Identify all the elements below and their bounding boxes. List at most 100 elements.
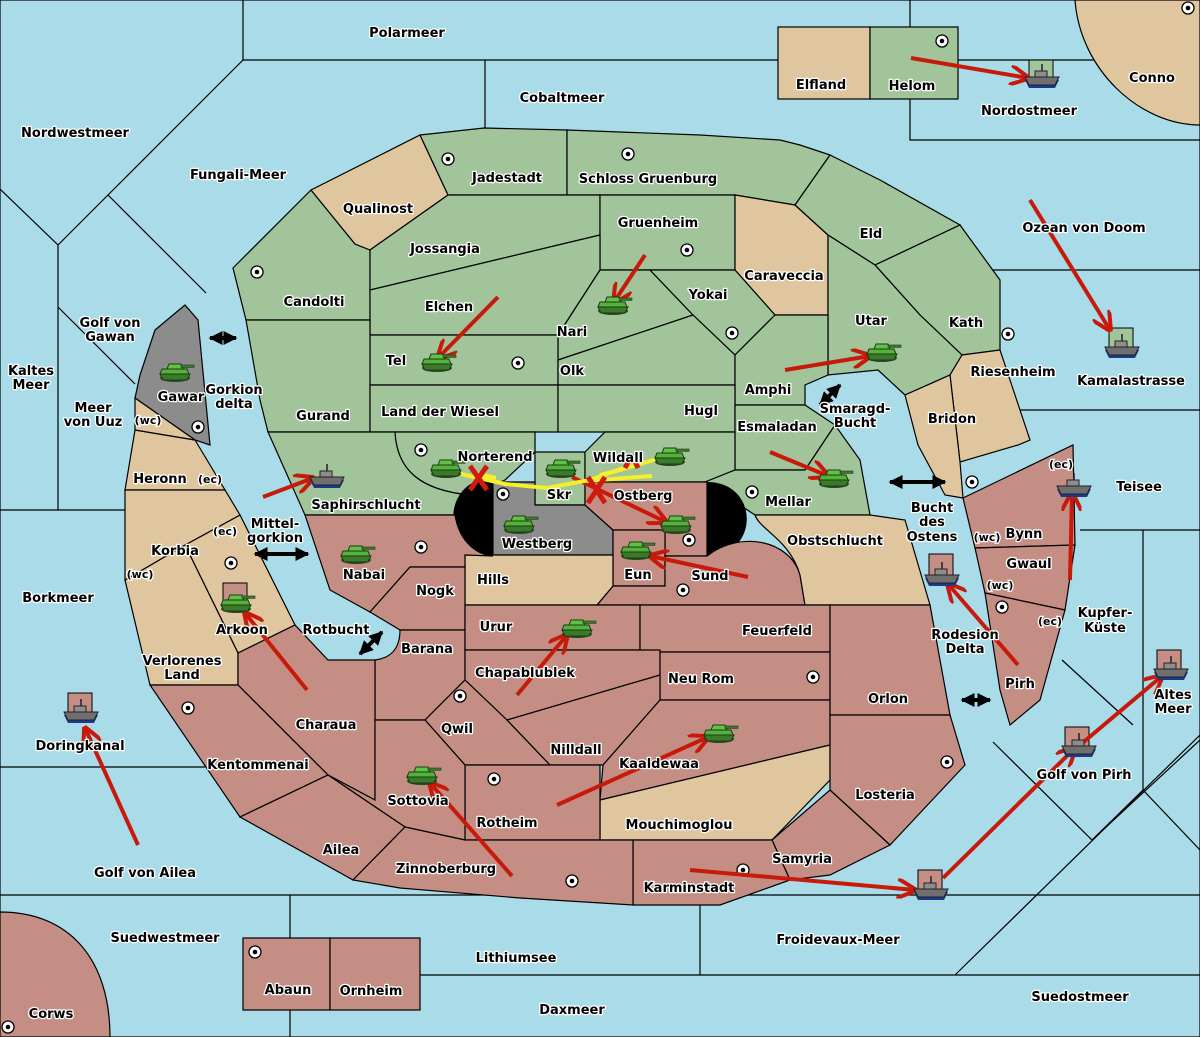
sea-label: Kupfer-Küste [1078,606,1133,636]
territory-conno[interactable] [1074,0,1200,126]
territory-label: Skr [547,488,572,503]
supply-center-icon [224,556,238,570]
territory-label: Yokai [687,288,727,303]
sea-label: Fungali-Meer [190,168,287,183]
supply-center-icon [940,755,954,769]
coast-labels: (wc) (ec) (ec) (wc) (ec) (wc) (wc) (ec) [125,413,1074,630]
territory-label: Urur [480,620,513,635]
territory-label: Caraveccia [744,269,823,284]
red-x-icon [467,464,490,492]
territory-label: Riesenheim [970,365,1055,380]
territory-label: Hugl [684,404,718,419]
territory-label: Nabai [343,568,385,583]
supply-center-icon [511,356,525,370]
coast-label-wc: (wc) [127,568,154,581]
territory-zinnoberburg[interactable] [351,826,634,906]
sea-label: Golf von Ailea [94,866,196,881]
supply-center-icon [453,689,467,703]
red-arrow-icon [556,737,708,807]
sea-labels: Polarmeer Cobaltmeer Nordwestmeer Fungal… [7,25,1194,1020]
failed-orders [467,453,641,505]
territory-label: Sottovia [387,794,448,809]
territory-korbia[interactable] [124,489,241,582]
sea-label: Mittel-gorkion [247,517,303,546]
territory-label: Bynn [1006,527,1043,542]
supply-center-icon [676,583,690,597]
territory-abaun[interactable] [242,937,331,1011]
sea-label: Suedwestmeer [110,931,220,946]
sea-label: Suedostmeer [1031,990,1129,1005]
territory-label: Ailea [323,843,360,858]
territory-label: Schloss Gruenburg [579,172,717,187]
sea-label: Froidevaux-Meer [776,933,900,948]
territory-label: Corws [29,1007,74,1022]
territory-label: Jadestadt [471,171,542,186]
sea-label: Daxmeer [539,1003,605,1018]
supply-center-icon [248,945,262,959]
supply-center-icon [680,243,694,257]
territory-label: Pirh [1005,677,1035,692]
territory-label: Nilldall [550,743,601,758]
territory-label: Neu Rom [668,672,734,687]
canal-arrows [208,331,992,707]
red-arrow-icon [1070,493,1072,581]
territory-obstschlucht[interactable] [754,514,931,606]
red-x-icon [585,475,608,505]
territory-label: Gawar [158,390,205,405]
supply-center-icon [487,772,501,786]
territory-label: Rotheim [476,816,537,831]
territory-gruenheim[interactable] [599,194,736,271]
supply-center-icon [191,420,205,434]
supply-center-icon [496,487,510,501]
territory-label: Kentommenai [207,758,308,773]
territory-ornheim[interactable] [329,937,421,1011]
sea-label: Nordostmeer [981,104,1078,119]
territory-label: Land der Wiesel [381,405,499,420]
territory-pirh[interactable] [984,592,1066,727]
supply-center-icon [1001,327,1015,341]
move-orders [85,56,1162,890]
territory-label: Qualinost [343,202,413,217]
territory-label: Nari [557,325,588,340]
territory-labels: Elfland Helom Conno Jadestadt Schloss Gr… [27,70,1176,1024]
supply-center-icon [995,600,1009,614]
red-arrow-icon [438,295,500,358]
territory-label: Elfland [796,78,846,93]
territory-label: Barana [401,642,453,657]
impassable-east [707,482,747,556]
sea-label: Doringkanal [35,739,124,754]
territory-label: Olk [560,364,585,379]
territory-label: Eun [624,568,651,583]
sea-label: Ozean von Doom [1022,221,1145,236]
territory-label: Esmaladan [737,420,817,435]
territory-label: Kaaldewaa [619,757,699,772]
sea-label: Kamalastrasse [1077,374,1185,389]
red-arrow-icon [784,356,870,372]
territory-label: Gurand [296,409,350,424]
territory-label: Samyria [772,852,832,867]
red-arrow-icon [430,783,514,878]
red-arrow-icon [245,613,309,692]
sea-label: Rotbucht [303,623,370,638]
territory-west-coast [134,396,196,441]
territory-label: Mouchimoglou [626,818,733,833]
territory-label: Helom [889,79,936,94]
supply-center-icon [935,34,949,48]
coast-label-ec: (ec) [213,525,237,538]
sea-label: Lithiumsee [476,951,557,966]
territory-label: Obstschlucht [787,534,883,549]
red-arrow-icon [262,478,313,499]
red-arrow-icon [571,475,666,522]
territory-label: Norterend [457,450,532,465]
territory-elfland[interactable] [777,26,871,100]
red-arrow-icon [1078,676,1162,747]
red-arrow-icon [941,748,1075,880]
territory-label: Hills [477,573,509,588]
territory-losteria[interactable] [829,714,966,846]
territory-label: Amphi [745,383,792,398]
double-arrow-icon [358,630,384,656]
territory-label: Ostberg [614,489,673,504]
territory-corws[interactable] [0,911,111,1037]
